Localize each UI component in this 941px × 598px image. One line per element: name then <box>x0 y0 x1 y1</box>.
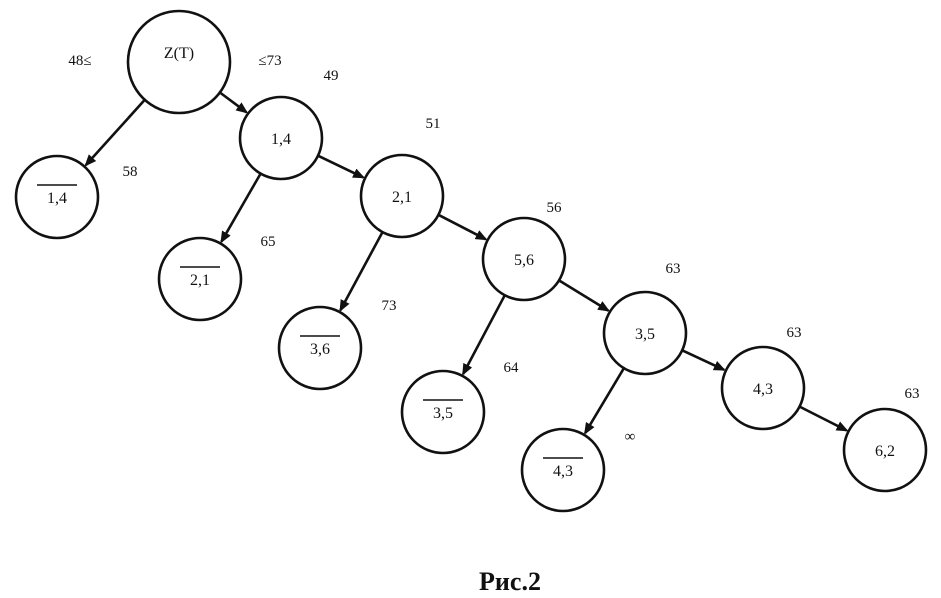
node-label-root: Z(T) <box>164 45 194 62</box>
node-circle-n43b <box>520 427 606 513</box>
node-label-n14b: 1,4 <box>47 190 67 207</box>
node-label-n36b: 3,6 <box>310 341 330 358</box>
bound-label-n35b: 64 <box>504 360 520 376</box>
node-circle-n36b <box>277 305 363 391</box>
edge-arrow-n56-to-n35 <box>558 279 611 312</box>
bound-label-n14: 49 <box>324 68 339 84</box>
node-label-n35: 3,5 <box>635 326 655 343</box>
bound-label-n35: 63 <box>666 261 681 277</box>
node-label-n56: 5,6 <box>514 252 534 269</box>
node-circle-n14 <box>238 95 324 181</box>
root-right-bound: ≤73 <box>258 53 281 69</box>
labels-layer: 48≤ ≤73 49 58 51 65 56 73 63 64 63 ∞ 63 <box>68 53 919 445</box>
bound-label-n62: 63 <box>905 386 920 402</box>
node-label-n21: 2,1 <box>392 189 412 206</box>
edge-arrow-n56-to-n35b <box>461 294 506 376</box>
bound-label-n36b: 73 <box>382 298 397 314</box>
node-circle-n62 <box>842 407 928 493</box>
figure-caption: Рис.2 <box>479 567 541 596</box>
edge-arrow-n35-to-n43 <box>681 349 726 371</box>
edges-layer <box>84 91 849 435</box>
node-circle-n56 <box>481 216 567 302</box>
edge-arrow-n21-to-n56 <box>437 213 488 241</box>
edge-arrow-root-to-n14b <box>84 98 146 167</box>
node-circle-n35 <box>602 290 688 376</box>
bound-label-n43: 63 <box>787 325 802 341</box>
bound-label-n56: 56 <box>547 200 563 216</box>
node-label-n21b: 2,1 <box>190 272 210 289</box>
nodes-layer: Z(T) 1,4 1,4 2,1 2,1 5,6 3,6 3,5 3,5 4,3 4,3 6,2 <box>14 9 928 513</box>
node-label-n43b: 4,3 <box>553 463 573 480</box>
node-label-n14: 1,4 <box>271 131 291 148</box>
node-circle-n14b <box>14 154 100 240</box>
edge-arrow-n14-to-n21 <box>317 154 366 179</box>
node-label-n35b: 3,5 <box>433 405 453 422</box>
bound-label-n21: 51 <box>426 116 441 132</box>
edge-arrow-n35-to-n43b <box>583 367 626 435</box>
node-circle-n43 <box>720 345 806 431</box>
edge-arrow-n21-to-n36b <box>339 231 384 312</box>
bound-label-n14b: 58 <box>123 164 138 180</box>
edge-arrow-n14-to-n21b <box>220 172 262 244</box>
root-left-bound: 48≤ <box>68 53 91 69</box>
node-label-n43: 4,3 <box>753 381 773 398</box>
node-circle-n21b <box>157 236 243 322</box>
bound-label-n21b: 65 <box>261 234 276 250</box>
node-label-n62: 6,2 <box>875 443 895 460</box>
edge-arrow-n43-to-n62 <box>799 405 849 432</box>
node-circle-n21 <box>359 153 445 239</box>
bound-label-n43b: ∞ <box>625 429 636 445</box>
node-circle-n35b <box>400 369 486 455</box>
edge-arrow-root-to-n14 <box>219 91 249 114</box>
node-circle-root <box>126 9 232 115</box>
